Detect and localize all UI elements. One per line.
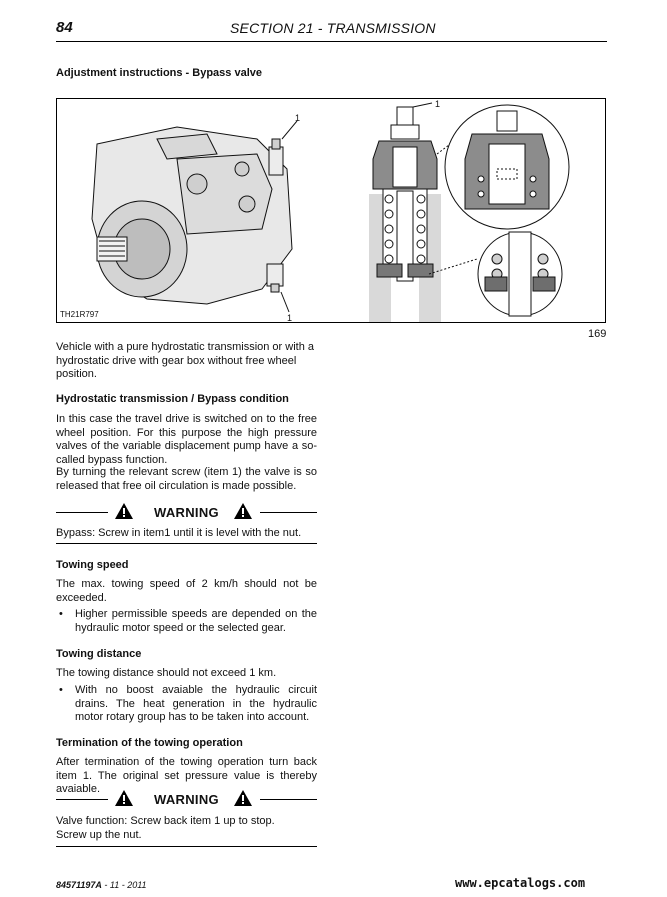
intro-paragraph: Vehicle with a pure hydrostatic transmis… xyxy=(56,341,315,380)
warning-triangle-icon xyxy=(234,503,252,519)
bullet-icon: • xyxy=(59,608,63,620)
bullet-text: Higher permissible speeds are depended o… xyxy=(75,608,317,634)
warning-triangle-icon xyxy=(234,790,252,806)
warning-text-2: Valve function: Screw back item 1 up to … xyxy=(56,815,275,841)
doc-date: - 11 - 2011 xyxy=(101,880,147,890)
divider xyxy=(56,846,317,847)
figure-code: TH21R797 xyxy=(60,310,99,319)
warning-triangle-icon xyxy=(115,503,133,519)
footer-doc-code: 84571197A - 11 - 2011 xyxy=(56,880,147,890)
warning-banner-1: WARNING xyxy=(56,502,317,524)
main-heading: Adjustment instructions - Bypass valve xyxy=(56,67,262,79)
towing-speed-heading: Towing speed xyxy=(56,559,129,571)
doc-code: 84571197A xyxy=(56,880,102,890)
pump-drawing xyxy=(91,120,298,313)
warning-banner-2: WARNING xyxy=(56,789,317,811)
warning-text-1: Bypass: Screw in item1 until it is level… xyxy=(56,527,302,539)
warning-label-2: WARNING xyxy=(154,792,219,807)
section-title: SECTION 21 - TRANSMISSION xyxy=(230,20,436,36)
figure-number: 169 xyxy=(588,328,607,340)
warning-triangle-icon xyxy=(115,790,133,806)
towing-distance-text: The towing distance should not exceed 1 … xyxy=(56,667,277,679)
hydro-paragraph-2: By turning the relevant screw (item 1) t… xyxy=(56,466,317,492)
figure-drawing: 1 1 1 xyxy=(91,99,570,323)
detail-circle-bottom xyxy=(477,231,563,317)
page-number: 84 xyxy=(56,19,73,36)
warning-label-1: WARNING xyxy=(154,505,219,520)
towing-speed-text: The max. towing speed of 2 km/h should n… xyxy=(56,578,317,604)
bullet-icon: • xyxy=(59,684,63,696)
callout-top-left: 1 xyxy=(295,113,300,123)
callout-valve: 1 xyxy=(435,99,440,109)
website-link[interactable]: www.epcatalogs.com xyxy=(455,876,586,890)
figure-illustration: 1 1 1 xyxy=(56,98,606,323)
towing-distance-bullet: • With no boost avaiable the hydraulic c… xyxy=(56,684,317,725)
hydro-paragraph-1: In this case the travel drive is switche… xyxy=(56,413,317,466)
hydro-heading: Hydrostatic transmission / Bypass condit… xyxy=(56,393,289,405)
header-rule xyxy=(56,41,607,42)
valve-drawing xyxy=(369,102,478,322)
detail-circle-top xyxy=(444,104,570,230)
towing-speed-bullet: • Higher permissible speeds are depended… xyxy=(56,608,317,635)
bullet-text: With no boost avaiable the hydraulic cir… xyxy=(75,684,317,723)
callout-bottom-left: 1 xyxy=(287,313,292,323)
termination-text: After termination of the towing operatio… xyxy=(56,756,317,795)
divider xyxy=(56,543,317,544)
towing-distance-heading: Towing distance xyxy=(56,648,142,660)
termination-heading: Termination of the towing operation xyxy=(56,737,243,749)
